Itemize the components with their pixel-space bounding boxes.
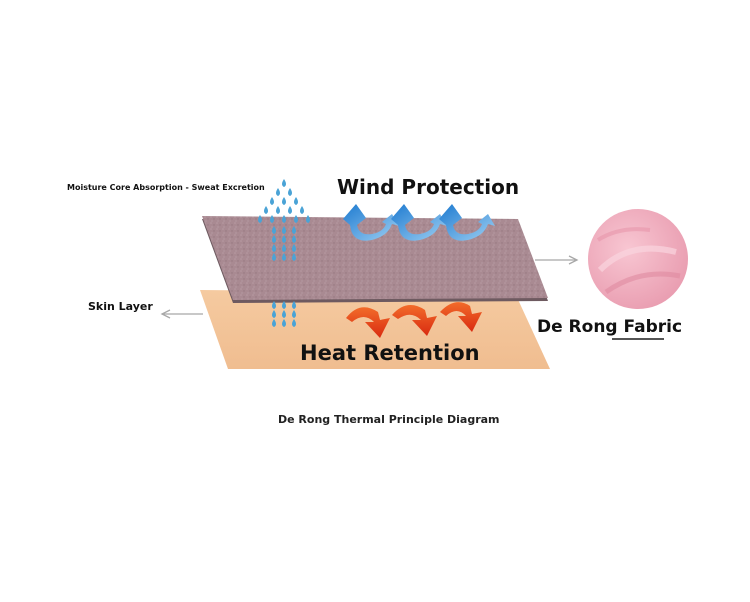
water-drop-icon (272, 244, 276, 252)
water-drop-icon (276, 206, 280, 214)
fabric-label-underline (612, 338, 664, 340)
curved-arrow-icon (391, 204, 447, 241)
water-drop-icon (264, 206, 268, 214)
water-drop-icon (270, 215, 274, 223)
fabric-pointer-arrow (535, 255, 579, 265)
water-drop-icon (282, 197, 286, 205)
water-drop-icon (294, 215, 298, 223)
water-drop-icon (282, 235, 286, 243)
water-drop-icon (282, 179, 286, 187)
fabric-label: De Rong Fabric (537, 317, 683, 337)
water-drop-icon (282, 244, 286, 252)
downward-curved-arrow-icon (346, 307, 390, 338)
water-drop-icon (292, 253, 296, 261)
wind-arrows (343, 204, 495, 241)
water-drop-icon (306, 215, 310, 223)
water-drop-icon (258, 215, 262, 223)
skin-pointer-arrow (160, 309, 203, 319)
water-drop-icon (282, 319, 286, 327)
water-drop-icon (288, 188, 292, 196)
water-drop-icon (282, 301, 286, 309)
skin-layer-label: Skin Layer (88, 300, 153, 313)
water-drop-icon (292, 226, 296, 234)
water-drop-icon (282, 253, 286, 261)
moisture-label: Moisture Core Absorption - Sweat Excreti… (67, 183, 265, 192)
water-drop-icon (272, 310, 276, 318)
water-drop-icon (292, 244, 296, 252)
water-drop-icon (288, 206, 292, 214)
water-drop-icon (272, 319, 276, 327)
water-drop-icon (282, 226, 286, 234)
water-drop-icon (282, 310, 286, 318)
downward-curved-arrow-icon (392, 305, 437, 336)
water-drop-icon (292, 310, 296, 318)
water-drop-icon (300, 206, 304, 214)
downward-curved-arrow-icon (440, 302, 482, 332)
wind-protection-label: Wind Protection (337, 175, 520, 199)
heat-retention-label: Heat Retention (300, 341, 480, 365)
curved-arrow-icon (439, 204, 495, 241)
fabric-layer (202, 216, 548, 300)
fabric-swatch (588, 209, 688, 309)
water-drop-icon (270, 197, 274, 205)
water-drop-icon (294, 197, 298, 205)
water-drop-icon (276, 188, 280, 196)
water-drop-icon (292, 301, 296, 309)
water-drop-icon (282, 215, 286, 223)
water-drop-icon (272, 301, 276, 309)
curved-arrow-icon (343, 204, 399, 241)
heat-arrows (346, 302, 482, 338)
water-drop-icon (272, 226, 276, 234)
water-drop-arrow (258, 179, 310, 327)
water-drop-icon (272, 253, 276, 261)
diagram-caption: De Rong Thermal Principle Diagram (278, 413, 500, 426)
water-drop-icon (292, 235, 296, 243)
water-drop-icon (292, 319, 296, 327)
water-drop-icon (272, 235, 276, 243)
